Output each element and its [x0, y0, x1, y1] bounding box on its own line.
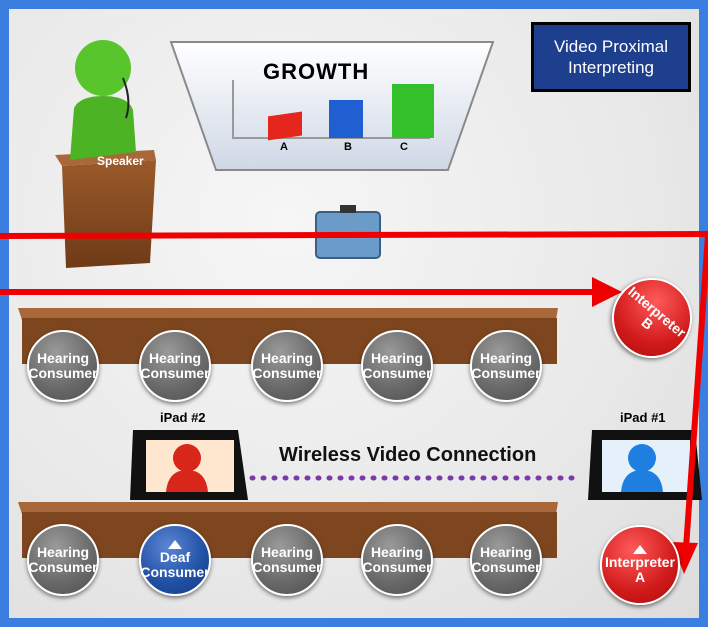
slide-axes [232, 80, 430, 139]
ipad1-person-body [621, 470, 663, 492]
title-badge: Video Proximal Interpreting [531, 22, 691, 92]
up-triangle-icon [633, 545, 647, 554]
slide-title: GROWTH [263, 59, 370, 84]
wireless-connection-label: Wireless Video Connection [279, 444, 537, 466]
speaker-body [70, 96, 136, 160]
bar-label-c: C [400, 141, 408, 153]
table-bottom-edge [18, 502, 558, 514]
ipad1-person-head [628, 444, 656, 472]
bar-label-a: A [280, 141, 288, 153]
badge-line-2: Interpreting [568, 58, 654, 77]
bar-b [329, 100, 363, 138]
table-top-edge [18, 308, 558, 320]
interpreter-a: Interpreter A [600, 525, 680, 605]
speaker-label: Speaker [97, 154, 144, 168]
podium-body [62, 160, 156, 268]
up-triangle-icon [168, 540, 182, 549]
red-line-top [0, 231, 708, 239]
microphone [122, 77, 130, 119]
bar-label-b: B [344, 141, 352, 153]
ipad1-label: iPad #1 [620, 410, 666, 425]
bar-a [268, 111, 302, 141]
red-arrow-interpreter-a [683, 234, 708, 549]
badge-line-1: Video Proximal [553, 37, 669, 56]
briefcase-handle [340, 205, 356, 213]
ipad2-person-body [166, 470, 208, 492]
red-arrowhead-a [672, 542, 698, 574]
ipad2-person-head [173, 444, 201, 472]
ipad2-label: iPad #2 [160, 410, 206, 425]
speaker-head [75, 40, 131, 96]
red-arrowhead-b [592, 277, 622, 307]
bar-c [392, 84, 434, 138]
